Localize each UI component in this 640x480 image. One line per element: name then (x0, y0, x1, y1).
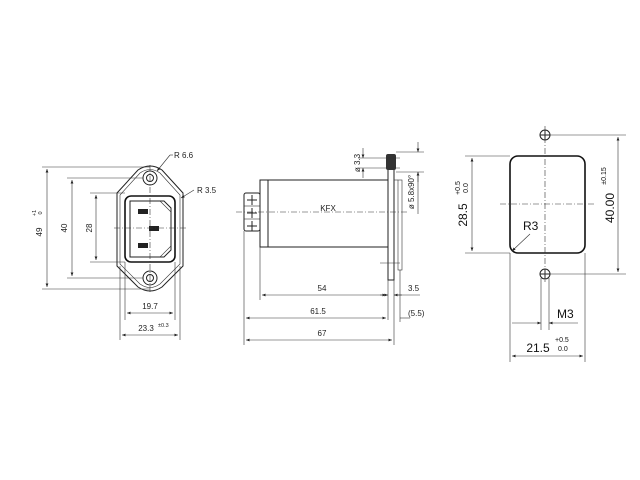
svg-text:±0.15: ±0.15 (601, 167, 608, 185)
dim-hole-spacing: 40.00 (603, 193, 617, 223)
label-model: KFX (320, 204, 336, 213)
dim-height-total: 49 (35, 227, 44, 236)
side-view: KFX ø 3.3 ø 5.8x90° 54 3.5 (236, 142, 425, 345)
label-radius-inner: R 3.5 (197, 186, 217, 195)
filter-body (267, 179, 389, 248)
pin-neutral (138, 243, 148, 248)
dim-countersink: ø 5.8x90° (407, 175, 416, 209)
cutout-rectangle (509, 155, 586, 254)
pin-live (138, 209, 148, 214)
dim-total-length: 67 (318, 329, 327, 338)
svg-text:0.0: 0.0 (558, 346, 568, 353)
front-view: 49 +1 0 40 28 R 6.6 R 3.5 19.7 23.3 ±0.3 (32, 151, 217, 340)
dim-hole-spacing: 40 (60, 223, 69, 232)
label-corner-radius: R3 (523, 219, 539, 233)
terminal-screw-icon (247, 195, 257, 231)
svg-text:0.0: 0.0 (463, 183, 470, 193)
svg-text:+1: +1 (32, 210, 38, 216)
dim-width-outer: 23.3 (138, 324, 154, 333)
flange-hole-section (386, 154, 396, 170)
dim-hole-dia: ø 3.3 (353, 153, 362, 172)
svg-text:0: 0 (38, 211, 44, 214)
dim-cutout-height: 28 (85, 223, 94, 232)
dim-width-inner: 19.7 (142, 302, 158, 311)
dim-flange-offset: (5.5) (408, 309, 425, 318)
label-thread: M3 (557, 307, 574, 321)
dim-body-length: 54 (318, 284, 327, 293)
dim-flange-thickness: 3.5 (408, 284, 420, 293)
svg-text:+0.5: +0.5 (555, 337, 569, 344)
pin-earth (149, 226, 159, 231)
dim-cutout-width: 21.5 (526, 341, 550, 355)
flange-outline (116, 165, 184, 292)
flange (387, 154, 395, 281)
label-radius-outer: R 6.6 (174, 151, 194, 160)
dim-cutout-height: 28.5 (456, 203, 470, 227)
panel-cutout-view: 28.5 +0.5 0.0 40.00 ±0.15 R3 M3 21.5 +0.… (455, 126, 626, 362)
svg-text:+0.5: +0.5 (455, 181, 462, 195)
svg-text:±0.3: ±0.3 (158, 323, 169, 329)
dim-length-to-flange: 61.5 (310, 307, 326, 316)
